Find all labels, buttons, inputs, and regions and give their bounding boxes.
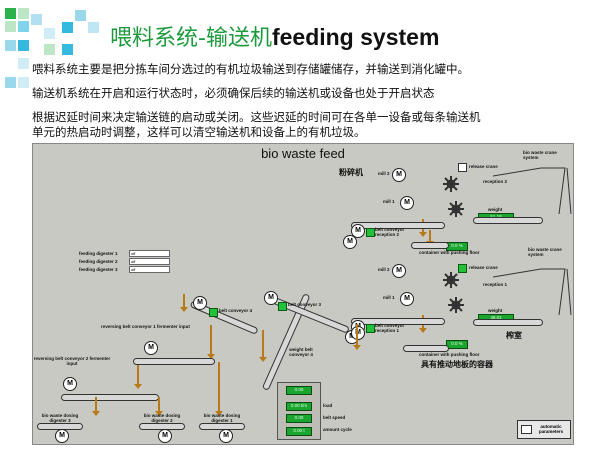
parameters-icon xyxy=(521,425,532,434)
automatic-parameters-label: automatic parameters xyxy=(538,424,564,434)
reversing-belt-1-label: reversing belt conveyor 1 fermenter inpu… xyxy=(101,324,190,329)
weight-belt-bot xyxy=(473,319,543,326)
belt-conveyor-reception-1 xyxy=(351,318,445,325)
crane-chute-bottom xyxy=(493,268,572,316)
mill-gear-icon-top xyxy=(443,176,459,192)
paragraph-2: 输送机系统在开启和运行状态时，必须确保后续的输送机或设备也处于开启状态 xyxy=(32,86,435,100)
status-indicator-belt4 xyxy=(209,308,218,317)
dosing-digester-2-label: bio waste dosing digester 2 xyxy=(143,413,181,423)
automatic-parameters-button[interactable]: automatic parameters xyxy=(517,420,571,439)
feeding-digester-3-input[interactable]: off xyxy=(129,266,170,273)
load-label: load xyxy=(323,403,333,408)
belt-speed-label: belt speed xyxy=(323,415,346,420)
arrow-down-5 xyxy=(259,330,267,362)
release-crane-indicator-2[interactable] xyxy=(458,264,467,273)
mill-2-motor-top[interactable]: M xyxy=(392,168,406,182)
arrow-down-4 xyxy=(207,325,215,359)
mill-gear-icon-top-2 xyxy=(448,201,464,217)
crusher-label: 粉碎机 xyxy=(339,168,363,177)
mill-gear-icon-bot xyxy=(443,272,459,288)
reception-1-label: reception 1 xyxy=(483,282,508,287)
mill-1-label-top: mill 1 xyxy=(383,199,395,204)
mill-1-label-bot: mill 1 xyxy=(383,295,395,300)
container-label-top: container with pushing floor xyxy=(419,250,480,255)
dosing-digester-3-motor[interactable]: M xyxy=(55,429,69,443)
bio-crane-label-2: bio waste crane system xyxy=(528,247,562,257)
dosing-digester-3-label: bio waste dosing digester 3 xyxy=(41,413,79,423)
belt-conveyor-reception-2-motor[interactable]: M xyxy=(351,224,365,238)
arrow-down-8 xyxy=(134,365,142,389)
belt-conveyor-3-motor-dup[interactable]: M xyxy=(351,326,365,340)
dosing-digester-2-motor[interactable]: M xyxy=(158,429,172,443)
weight-label-bot: weight xyxy=(488,308,503,313)
mill-2-label-bot: mill 2 xyxy=(378,267,390,272)
mill-2-motor-bot[interactable]: M xyxy=(392,264,406,278)
feeding-digester-3-label: feeding digester 3 xyxy=(79,267,118,272)
mill-1-motor-bot[interactable]: M xyxy=(400,292,414,306)
reversing-belt-2-label: reversing belt conveyor 2 fermenter inpu… xyxy=(33,356,111,366)
arrow-down-2 xyxy=(426,230,434,246)
belt-conveyor-reception-2 xyxy=(351,222,445,229)
paragraph-1: 喂料系统主要是把分拣车间分选过的有机垃圾输送到存储罐储存，并输送到消化罐中。 xyxy=(32,62,469,76)
weight-belt-4-display-a: 0.00 xyxy=(286,386,312,395)
feeding-digester-1-input[interactable]: off xyxy=(129,250,170,257)
weight-belt-4-panel: 0.00 0.00 t/m 0.00 0.00 t xyxy=(277,382,321,440)
weight-belt-4-label: weight belt conveyor 4 xyxy=(289,347,313,357)
weight-label-top: weight xyxy=(488,207,503,212)
belt-conveyor-4-label: belt conveyor 4 xyxy=(219,308,253,313)
mill-gear-icon-bot-2 xyxy=(448,297,464,313)
weight-belt-4-display-c: 0.00 xyxy=(286,414,312,423)
arrow-down-7 xyxy=(353,324,361,350)
container-cn-label: 具有推动地板的容器 xyxy=(421,360,493,369)
status-indicator-belt3 xyxy=(278,302,287,311)
bio-crane-label-1: bio waste crane system xyxy=(523,150,557,160)
page-title: 喂料系统-输送机feeding system xyxy=(110,24,440,51)
feeding-digester-1-label: feeding digester 1 xyxy=(79,251,118,256)
release-crane-indicator-1[interactable] xyxy=(458,163,467,172)
arrow-down-9 xyxy=(92,397,100,416)
belt-conveyor-4-motor[interactable]: M xyxy=(193,296,207,310)
feeding-digester-2-input[interactable]: off xyxy=(129,258,170,265)
crane-chute-top xyxy=(493,167,572,215)
press-room-label: 榨室 xyxy=(506,331,522,340)
container-label-bot: container with pushing floor xyxy=(419,352,480,357)
dosing-digester-1-label: bio waste dosing digester 1 xyxy=(203,413,241,423)
belt-conveyor-reception-1-label: belt conveyor reception 1 xyxy=(375,323,405,333)
container-top xyxy=(411,242,449,249)
container-bot xyxy=(403,345,449,352)
reversing-belt-2-motor[interactable]: M xyxy=(63,377,77,391)
arrow-down-6 xyxy=(180,294,188,312)
release-crane-label-2: release crane xyxy=(469,265,498,270)
weight-belt-top xyxy=(473,217,543,224)
belt-conveyor-3-label: belt conveyor 3 xyxy=(288,302,322,307)
arrow-down-11 xyxy=(215,362,223,416)
belt-conveyor-reception-2-label: belt conveyor reception 2 xyxy=(375,227,405,237)
reversing-belt-conveyor-1 xyxy=(133,358,215,365)
arrow-down-10 xyxy=(155,397,163,416)
reversing-belt-conveyor-2 xyxy=(61,394,159,401)
reversing-belt-1-motor[interactable]: M xyxy=(144,341,158,355)
reception-2-label: reception 2 xyxy=(483,179,508,184)
status-indicator-recep1 xyxy=(366,324,375,333)
container-motor-top[interactable]: M xyxy=(343,235,357,249)
bio-waste-feed-panel: bio waste feed release crane bio waste c… xyxy=(32,143,574,445)
weight-belt-4-display-d: 0.00 t xyxy=(286,427,312,436)
belt-conveyor-3-motor[interactable]: M xyxy=(264,291,278,305)
feeding-digester-2-label: feeding digester 2 xyxy=(79,259,118,264)
paragraph-4: 单元的热启动时调整，这样可以清空输送机和设备上的有机垃圾。 xyxy=(32,125,366,139)
panel-title: bio waste feed xyxy=(261,146,345,161)
mill-1-motor-top[interactable]: M xyxy=(400,196,414,210)
amount-cycle-label: amount cycle xyxy=(323,427,352,432)
mill-2-label-top: mill 2 xyxy=(378,171,390,176)
dosing-digester-1-motor[interactable]: M xyxy=(219,429,233,443)
weight-belt-4-display-b: 0.00 t/m xyxy=(286,402,312,411)
paragraph-3: 根据迟延时间来决定输送链的启动或关闭。这些迟延的时间可在各单一设备或每条输送机 xyxy=(32,110,481,124)
status-indicator-recep2 xyxy=(366,228,375,237)
release-crane-label-1: release crane xyxy=(469,164,498,169)
container-display-bot: 0.0 % xyxy=(446,340,468,349)
